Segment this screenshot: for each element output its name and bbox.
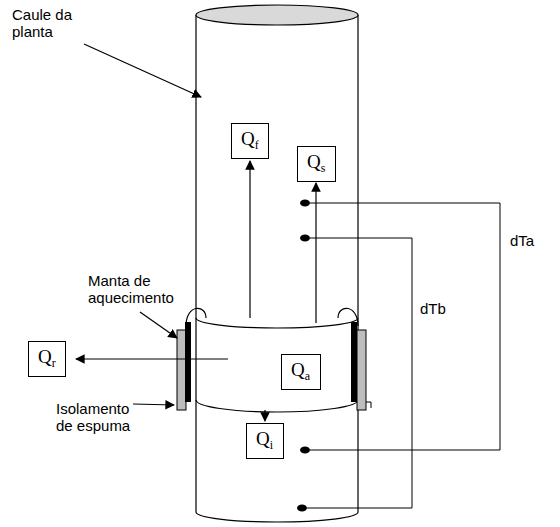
foam-insulation xyxy=(177,330,186,410)
heating-blanket xyxy=(351,322,357,402)
stem-body xyxy=(196,15,358,522)
flux-box: Qi xyxy=(246,423,284,459)
leader-arrow xyxy=(84,44,201,97)
flux-symbol: Qa xyxy=(291,360,310,383)
band-bottom-edge xyxy=(196,400,358,412)
probe-wire xyxy=(310,203,500,450)
heating-blanket xyxy=(185,322,191,402)
foam-insulation xyxy=(357,330,366,410)
flux-arrow xyxy=(249,161,250,318)
flux-symbol: Qi xyxy=(256,429,273,452)
temperature-difference: dTb xyxy=(420,300,466,317)
flux-box: Qf xyxy=(231,123,269,159)
foam-tick xyxy=(366,402,371,408)
leader-arrow xyxy=(133,404,174,405)
part-label: Caule da planta xyxy=(12,6,86,41)
temperature-difference: dTa xyxy=(510,232,556,249)
probe-wire xyxy=(307,238,412,508)
probe-dot xyxy=(300,447,310,454)
flux-symbol: Qs xyxy=(307,152,325,175)
leader-arrow xyxy=(140,312,177,338)
part-label: Isolamento de espuma xyxy=(56,400,140,435)
flux-arrow xyxy=(315,183,316,323)
flux-arrow xyxy=(264,410,265,421)
flux-box: Qs xyxy=(297,146,336,182)
band-top-edge xyxy=(196,318,358,328)
flux-box: Qa xyxy=(281,354,321,390)
probe-dot xyxy=(300,200,310,207)
probe-dot xyxy=(297,505,307,512)
flux-arrow xyxy=(76,358,228,359)
part-label: Manta de aquecimento xyxy=(88,272,184,307)
flux-box: Qr xyxy=(28,341,66,377)
flux-symbol: Qf xyxy=(241,129,259,152)
probe-dot xyxy=(300,235,310,242)
stem-top xyxy=(196,5,358,25)
flux-symbol: Qr xyxy=(38,347,56,370)
